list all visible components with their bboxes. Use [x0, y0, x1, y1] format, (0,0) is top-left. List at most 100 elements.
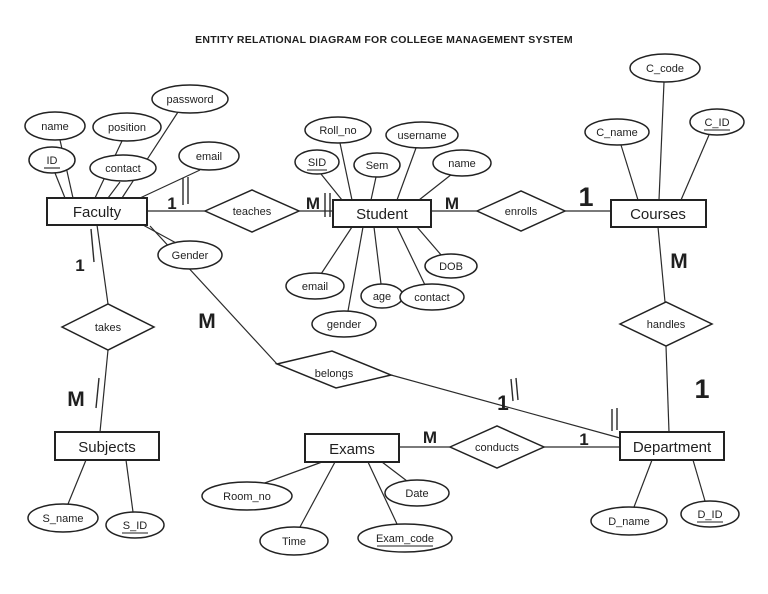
entity-subjects-box: [54, 431, 160, 461]
entity-exams-box: [304, 433, 400, 463]
attribute-student-sem: Sem: [366, 160, 389, 172]
edge-courses-handles: [657, 226, 666, 303]
cardinality-belongs-department: 1: [497, 392, 509, 415]
attribute-faculty-name: name: [41, 121, 69, 133]
attribute-exams-examcode-ellipse: [357, 523, 453, 553]
cardinality-exams-conducts: M: [423, 428, 437, 447]
edge-faculty-gender: [142, 224, 179, 245]
attribute-courses-cname: C_name: [596, 127, 638, 139]
tick-faculty-takes: [90, 228, 95, 263]
attribute-student-username-ellipse: [385, 121, 459, 149]
cardinality-student-enrolls: M: [445, 194, 459, 213]
attribute-exams-date: Date: [405, 488, 428, 500]
attribute-student-sem-ellipse: [353, 152, 401, 178]
edge-department-did: [692, 459, 706, 502]
edge-student-sid: [320, 173, 343, 201]
attribute-exams-time: Time: [282, 536, 306, 548]
attribute-subjects-sname-ellipse: [27, 503, 99, 533]
relationship-teaches-label: teaches: [233, 206, 272, 218]
attribute-student-contact: contact: [414, 292, 449, 304]
edge-takes-subjects: [99, 349, 109, 433]
attribute-faculty-email: email: [196, 151, 222, 163]
attribute-exams-time-ellipse: [259, 526, 329, 556]
edge-department-dname: [633, 459, 653, 508]
entity-subjects-label: Subjects: [78, 439, 136, 456]
attribute-edges: [54, 81, 710, 528]
attribute-faculty-password-ellipse: [151, 84, 229, 114]
edge-student-contact: [396, 226, 426, 286]
attribute-department-dname: D_name: [608, 516, 650, 528]
attribute-courses-ccode: C_code: [646, 63, 684, 75]
cardinality-conducts-department: 1: [579, 430, 588, 449]
attribute-student-dob-ellipse: [424, 253, 478, 279]
entity-faculty-box: [46, 197, 148, 226]
entity-student-label: Student: [356, 206, 409, 223]
edge-faculty-password: [121, 111, 179, 199]
edge-student-dob: [416, 226, 443, 257]
cardinality-takes-subjects: M: [67, 388, 85, 411]
attribute-student-contact-ellipse: [399, 283, 465, 311]
attribute-faculty-gender: Gender: [172, 250, 209, 262]
attribute-faculty-position: position: [108, 122, 146, 134]
cardinality-handles-department: 1: [694, 374, 709, 404]
relationship-belongs-label: belongs: [315, 368, 354, 380]
edge-faculty-id: [54, 172, 66, 199]
entity-student-box: [332, 199, 432, 228]
relationship-conducts-diamond: [448, 425, 546, 469]
attribute-faculty-email-ellipse: [178, 141, 240, 171]
attribute-student-rollno: Roll_no: [319, 125, 356, 137]
attribute-courses-cname-ellipse: [584, 118, 650, 146]
tick-takes-subjects: [95, 377, 100, 409]
cardinality-faculty-teaches: 1: [167, 194, 176, 213]
attribute-student-age: age: [373, 291, 391, 303]
edge-student-rollno: [339, 142, 353, 201]
edge-faculty-contact: [107, 181, 121, 199]
edge-student-email: [320, 226, 353, 275]
cardinality-courses-handles: M: [670, 250, 688, 273]
attribute-subjects-sid-ellipse: [105, 511, 165, 539]
attribute-student-sid-ellipse: [294, 149, 340, 175]
tick-belongs-department-2: [515, 377, 519, 401]
attribute-faculty-contact-ellipse: [89, 154, 157, 182]
attribute-courses-ccode-ellipse: [629, 53, 701, 83]
attribute-faculty-contact: contact: [105, 163, 140, 175]
relationship-belongs-diamond: [274, 350, 394, 389]
attribute-courses-cid-ellipse: [689, 108, 745, 136]
cardinality-teaches-student: M: [306, 194, 320, 213]
attribute-student-email-ellipse: [285, 272, 345, 300]
cardinality-faculty-belongs: M: [198, 310, 216, 333]
edge-exams-date: [381, 461, 408, 482]
attribute-faculty-position-ellipse: [92, 112, 162, 142]
attribute-subjects-sname: S_name: [43, 513, 84, 525]
edge-courses-cid: [680, 134, 710, 201]
edge-courses-ccode: [658, 81, 665, 201]
attribute-student-name-ellipse: [432, 149, 492, 177]
relationship-handles-diamond: [618, 301, 714, 347]
edge-student-name: [418, 173, 453, 201]
edge-student-username: [396, 147, 417, 201]
attribute-student-gender: gender: [327, 319, 362, 331]
participation-ticks: [90, 177, 618, 431]
attribute-student-email: email: [302, 281, 328, 293]
relationship-takes-diamond: [60, 303, 156, 351]
edge-courses-cname: [620, 144, 639, 201]
relationship-teaches-diamond: [203, 189, 301, 233]
relationship-enrolls-diamond: [475, 190, 567, 232]
edge-exams-time: [299, 461, 336, 528]
entity-faculty-label: Faculty: [73, 204, 122, 221]
entity-department-label: Department: [633, 439, 712, 456]
edge-exams-roomno: [261, 461, 323, 485]
edge-student-sem: [370, 176, 377, 201]
attribute-faculty-id: ID: [47, 155, 58, 167]
attribute-exams-examcode: Exam_code: [376, 533, 434, 545]
relationship-handles-label: handles: [647, 319, 686, 331]
attribute-exams-roomno-ellipse: [201, 481, 293, 511]
cardinality-enrolls-courses: 1: [578, 182, 593, 212]
attribute-student-gender-ellipse: [311, 310, 377, 338]
diagram-title: ENTITY RELATIONAL DIAGRAM FOR COLLEGE MA…: [195, 34, 573, 46]
attribute-student-username: username: [398, 130, 447, 142]
edge-subjects-sid: [125, 459, 134, 513]
attribute-student-name: name: [448, 158, 476, 170]
entity-department-box: [619, 431, 725, 461]
